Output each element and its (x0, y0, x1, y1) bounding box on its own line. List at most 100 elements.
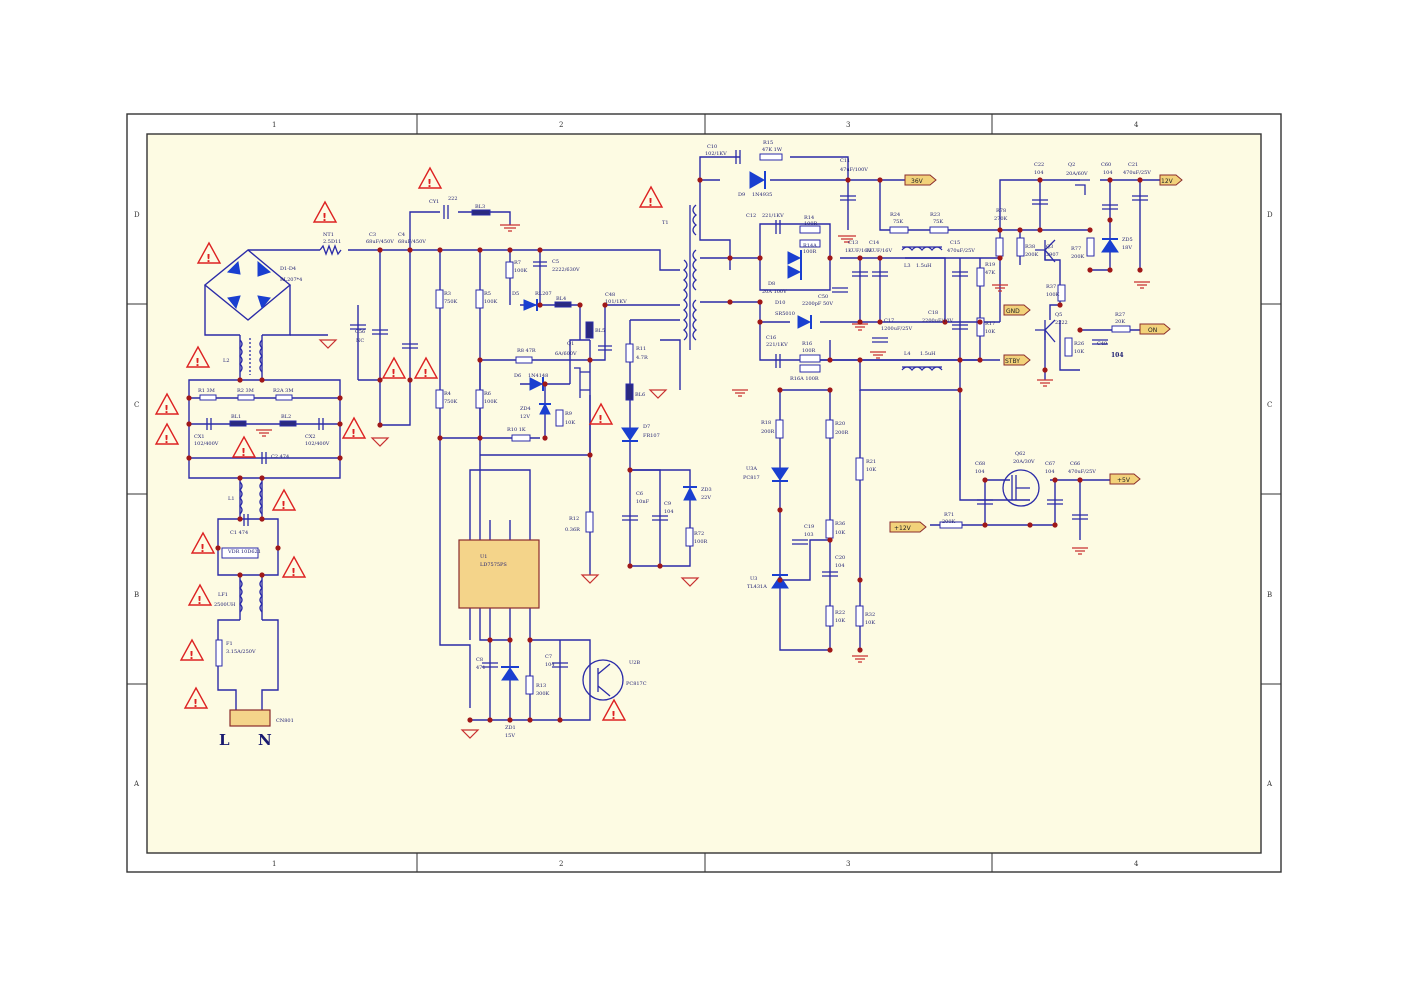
live-terminal-label: L (219, 731, 230, 749)
part-value: 104 (664, 509, 674, 515)
part-value: 100K (484, 399, 498, 405)
part-label: L4 (904, 351, 911, 357)
part-label: BL3 (475, 204, 485, 210)
part-value: FR107 (643, 433, 660, 439)
warning-icon: ! (588, 402, 614, 426)
part-value: 104 (1034, 170, 1044, 176)
part-label: U3 (750, 576, 757, 582)
net-label-gnd-text: GND (1006, 308, 1020, 315)
part-value: SR5010 (775, 311, 795, 317)
part-label: R11 (636, 346, 646, 352)
part-label: C22 (1034, 162, 1044, 168)
svg-text:!: ! (423, 367, 428, 380)
part-value: 10K (835, 530, 845, 536)
part-label: C20 (835, 555, 845, 561)
part-value: 1N4148 (528, 373, 548, 379)
part-label: BL4 (556, 296, 566, 302)
net-label-36v (904, 174, 937, 186)
part-value: 2222/630V (552, 267, 580, 273)
part-value: 750K (444, 299, 458, 305)
ferrite-beads (229, 209, 634, 427)
part-label: C14 (869, 240, 879, 246)
column-marker-top: 1 (272, 121, 276, 129)
part-value: 10K (866, 467, 876, 473)
part-label: R1 3M (198, 388, 215, 394)
part-label: R77 (1071, 246, 1081, 252)
part-value: 270K (994, 216, 1008, 222)
part-label: LF1 (218, 592, 228, 598)
part-label: R14 (804, 215, 814, 221)
part-value: 18V (1122, 245, 1132, 251)
part-value: 20A/30V (1013, 459, 1035, 465)
column-marker-bottom: 4 (1134, 860, 1139, 868)
part-value: 20K (1115, 319, 1125, 325)
part-label: C19 (804, 524, 814, 530)
part-value: 10K (835, 618, 845, 624)
net-label-stby-text: STBY (1005, 358, 1020, 365)
net-label-stby (1003, 354, 1031, 366)
part-value: 47K (985, 270, 995, 276)
part-label: R24 (890, 212, 900, 218)
part-label: R22 (835, 610, 845, 616)
part-label: Q2 (1068, 162, 1075, 168)
net-label-gnd (1003, 304, 1031, 316)
part-label: R71 (944, 512, 954, 518)
part-label: BL1 (231, 414, 241, 420)
part-label: C68 (975, 461, 985, 467)
part-label: R5 (484, 291, 491, 297)
part-label: U3A (746, 466, 757, 472)
part-label: C10 (707, 144, 717, 150)
part-value: 1.5uH (920, 351, 936, 357)
part-label: R19 (985, 262, 995, 268)
net-label-12v (1159, 174, 1183, 186)
part-value: 3.15A/250V (226, 649, 256, 655)
part-value: RL207*4 (280, 277, 302, 283)
controller-ic (458, 539, 540, 609)
part-value: 750K (444, 399, 458, 405)
warning-icon: ! (196, 241, 222, 265)
part-value: 104 (1045, 469, 1055, 475)
part-value: LD7575PS (480, 562, 507, 568)
part-value: TL431A (747, 584, 767, 590)
svg-text:!: ! (193, 697, 198, 710)
part-label: U1 (480, 554, 487, 560)
row-marker-left: C (134, 401, 139, 409)
part-label: L1 (228, 496, 235, 502)
part-value: 2.5D11 (323, 239, 341, 245)
part-label: C11 (840, 158, 850, 164)
row-marker-right: A (1266, 780, 1273, 788)
part-label: L3 (904, 263, 911, 269)
part-value: 47K 1W (762, 147, 783, 153)
part-label: R26 (1074, 341, 1084, 347)
warning-icon: ! (601, 698, 627, 722)
part-value: 1KUF/16V (845, 248, 871, 254)
svg-text:!: ! (391, 367, 396, 380)
part-label: C13 (848, 240, 858, 246)
part-label: D7 (643, 424, 650, 430)
part-value: 10K (1074, 349, 1084, 355)
part-value: 200R (761, 429, 775, 435)
part-label: R36 (835, 521, 845, 527)
part-label: R14A (803, 243, 817, 249)
part-value: 10K (985, 329, 995, 335)
svg-text:!: ! (206, 252, 211, 265)
part-label: ZD4 (520, 406, 531, 412)
connector-ref: CN801 (276, 718, 294, 724)
part-value: 10K (865, 620, 875, 626)
part-label: R72 (694, 531, 704, 537)
part-label: R9 (565, 411, 572, 417)
part-value: 470uF/25V (1068, 469, 1096, 475)
part-label: CY1 (429, 199, 439, 205)
part-label: D5 (512, 291, 519, 297)
part-value: 12V (520, 414, 530, 420)
row-marker-left: D (134, 211, 140, 219)
part-labels: CY1 222 BL3 NT1 2.5D11 C3 68uF/450V C4 6… (194, 140, 1151, 749)
part-value: 200R (835, 430, 849, 436)
warning-icon: ! (190, 531, 216, 555)
part-value: 470uF/25V (947, 248, 975, 254)
row-marker-right: C (1267, 401, 1272, 409)
neutral-terminal-label: N (258, 731, 272, 749)
part-label: R10 1K (507, 427, 526, 433)
diode-set (226, 171, 1119, 681)
